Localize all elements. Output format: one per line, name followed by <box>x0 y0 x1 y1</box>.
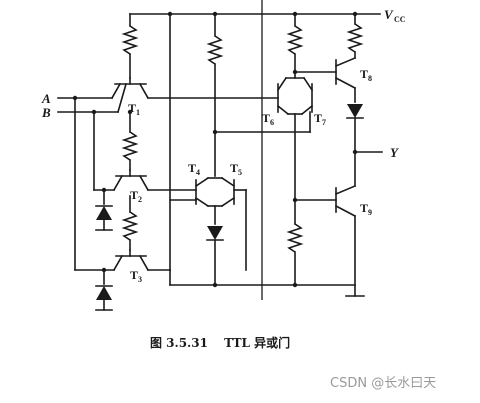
resistor-r5 <box>286 25 304 55</box>
input-b-label: B <box>41 105 51 120</box>
t3-collector <box>138 254 150 272</box>
t4-collector <box>194 176 210 188</box>
resistor-r4 <box>206 35 224 65</box>
vcc-subscript: CC <box>394 15 406 24</box>
resistor-r6 <box>286 223 304 253</box>
t6-collector <box>276 76 288 92</box>
t3-emitter <box>112 254 124 272</box>
t1-emitter-a <box>110 82 122 100</box>
t3-label: T 3 <box>130 268 142 284</box>
t6-subscript: 6 <box>270 118 274 127</box>
resistor-r3 <box>121 211 139 241</box>
input-a-label: A <box>41 91 51 106</box>
t1-emitter-b <box>117 83 127 113</box>
t8-emitter <box>334 76 357 90</box>
t8-text: T <box>360 67 368 81</box>
t2-collector <box>138 174 150 192</box>
t1-collector <box>138 82 150 100</box>
t9-collector <box>334 184 357 196</box>
t3-text: T <box>130 268 138 282</box>
vcc-text: V <box>384 7 394 22</box>
diode-d3-icon <box>207 226 223 240</box>
diode-d4-icon <box>347 104 363 118</box>
junction-dot <box>127 109 133 115</box>
t1-text: T <box>128 101 136 115</box>
t2-text: T <box>130 188 138 202</box>
t7-label: T 7 <box>314 111 326 127</box>
t6-emitter <box>276 104 290 116</box>
t8-collector <box>334 56 357 68</box>
t8-label: T 8 <box>360 67 372 83</box>
t5-subscript: 5 <box>238 168 242 177</box>
t5-collector <box>220 176 236 188</box>
figure-caption: 图 3.5.31 TTL 异或门 <box>150 335 290 350</box>
t4-subscript: 4 <box>196 168 200 177</box>
t1-label: T 1 <box>128 101 140 117</box>
diode-d2-icon <box>96 286 112 300</box>
t7-collector <box>302 76 314 92</box>
t7-text: T <box>314 111 322 125</box>
junction-dot <box>212 282 218 288</box>
t5-text: T <box>230 161 238 175</box>
t4-label: T 4 <box>188 161 200 177</box>
diode-d1-icon <box>96 206 112 220</box>
t7-emitter <box>300 104 314 116</box>
vcc-label: V CC <box>384 7 406 24</box>
t3-subscript: 3 <box>138 275 142 284</box>
t2-emitter <box>112 174 124 192</box>
t5-emitter <box>220 196 236 208</box>
t4-text: T <box>188 161 196 175</box>
resistor-r1 <box>121 25 139 55</box>
t9-label: T 9 <box>360 201 372 217</box>
t2-subscript: 2 <box>138 195 142 204</box>
resistor-r2 <box>121 131 139 161</box>
t6-text: T <box>262 111 270 125</box>
t8-subscript: 8 <box>368 74 372 83</box>
t9-emitter <box>334 204 357 218</box>
t4-emitter <box>194 196 210 208</box>
t7-subscript: 7 <box>322 118 326 127</box>
t5-label: T 5 <box>230 161 242 177</box>
output-y-label: Y <box>390 145 399 160</box>
t9-text: T <box>360 201 368 215</box>
t6-label: T 6 <box>262 111 274 127</box>
t9-subscript: 9 <box>368 208 372 217</box>
t2-label: T 2 <box>130 188 142 204</box>
watermark: CSDN @长水曰天 <box>330 376 436 391</box>
t1-subscript: 1 <box>136 108 140 117</box>
resistor-r7 <box>346 23 364 53</box>
